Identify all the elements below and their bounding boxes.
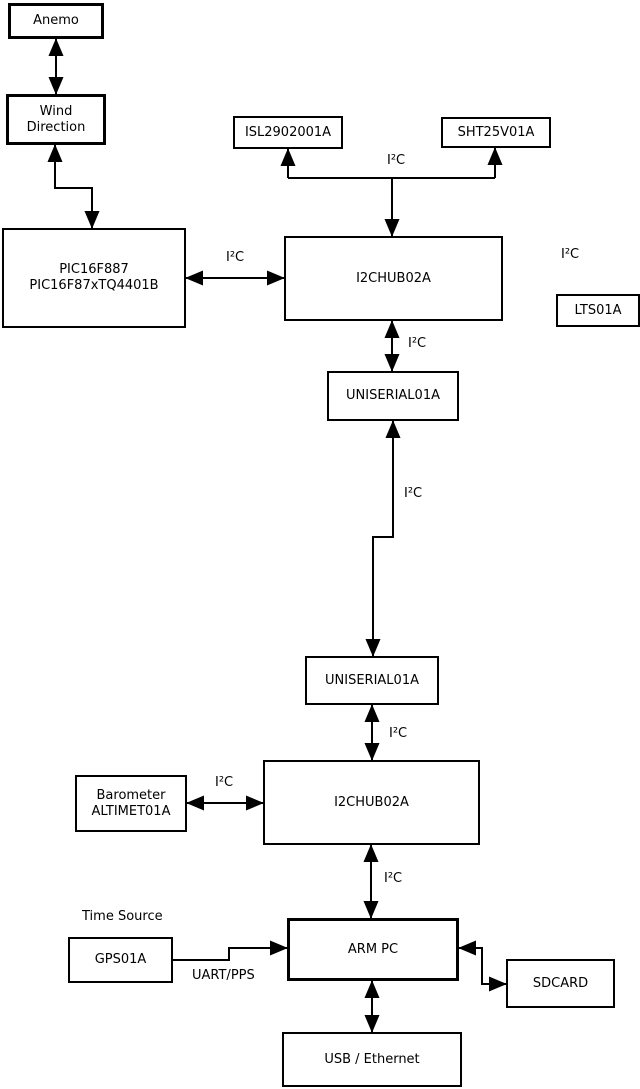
- node-arm-pc-label: ARM PC: [347, 941, 399, 957]
- node-lts01a-label: LTS01A: [574, 302, 622, 318]
- node-gps01a-label: GPS01A: [94, 952, 147, 967]
- node-i2chub02a-bottom: I2CHUB02A: [263, 760, 480, 845]
- node-uniserial01a-bottom: UNISERIAL01A: [305, 656, 439, 705]
- edge-label-i2c-hub2-armpc: I²C: [384, 871, 403, 886]
- edge-label-i2c-sensors: I²C: [387, 153, 406, 168]
- node-pic16f887: PIC16F887 PIC16F87xTQ4401B: [2, 228, 186, 328]
- node-anemo-label: Anemo: [33, 13, 79, 28]
- node-usb-ethernet: USB / Ethernet: [282, 1032, 462, 1087]
- node-pic16f887-label: PIC16F887 PIC16F87xTQ4401B: [29, 262, 159, 293]
- node-isl2902001a-label: ISL2902001A: [244, 124, 332, 140]
- node-sdcard-label: SDCARD: [532, 975, 589, 991]
- edge-label-i2c-barometer: I²C: [215, 775, 234, 790]
- node-i2chub02a-bottom-label: I2CHUB02A: [334, 794, 409, 810]
- edge-uniserial1-uniserial2: [365, 420, 401, 657]
- node-uniserial01a-bottom-label: UNISERIAL01A: [325, 672, 419, 688]
- node-sdcard: SDCARD: [506, 959, 615, 1008]
- node-barometer-altimet01a-label: Barometer ALTIMET01A: [91, 787, 171, 819]
- node-i2chub02a-top-label: I2CHUB02A: [356, 270, 431, 286]
- node-wind-direction: Wind Direction: [6, 94, 106, 145]
- node-sht25v01a: SHT25V01A: [441, 117, 551, 148]
- node-arm-pc: ARM PC: [287, 918, 459, 981]
- edge-armpc-sdcard: [458, 940, 507, 992]
- node-barometer-altimet01a: Barometer ALTIMET01A: [75, 775, 187, 832]
- node-i2chub02a-top: I2CHUB02A: [284, 236, 503, 321]
- node-uniserial01a-top-label: UNISERIAL01A: [346, 388, 440, 403]
- node-wind-direction-label: Wind Direction: [26, 103, 86, 135]
- node-isl2902001a: ISL2902001A: [233, 116, 343, 149]
- edge-label-i2c-uniserial2-hub2: I²C: [389, 726, 408, 741]
- node-sht25v01a-label: SHT25V01A: [457, 124, 535, 140]
- edge-label-time-source: Time Source: [82, 909, 163, 924]
- edge-label-i2c-pic-hub1: I²C: [226, 250, 245, 265]
- node-anemo: Anemo: [8, 3, 104, 39]
- edge-gps-armpc: [173, 940, 288, 961]
- edge-label-i2c-lts: I²C: [561, 247, 580, 262]
- node-usb-ethernet-label: USB / Ethernet: [324, 1051, 420, 1067]
- edge-label-i2c-uniserial-link: I²C: [404, 486, 423, 501]
- edge-label-uart-pps: UART/PPS: [192, 968, 255, 983]
- node-gps01a: GPS01A: [68, 937, 173, 983]
- node-lts01a: LTS01A: [556, 294, 640, 327]
- node-uniserial01a-top: UNISERIAL01A: [327, 371, 459, 421]
- edge-wind-pic: [47, 144, 100, 229]
- edge-label-i2c-hub1-uniserial1: I²C: [408, 336, 427, 351]
